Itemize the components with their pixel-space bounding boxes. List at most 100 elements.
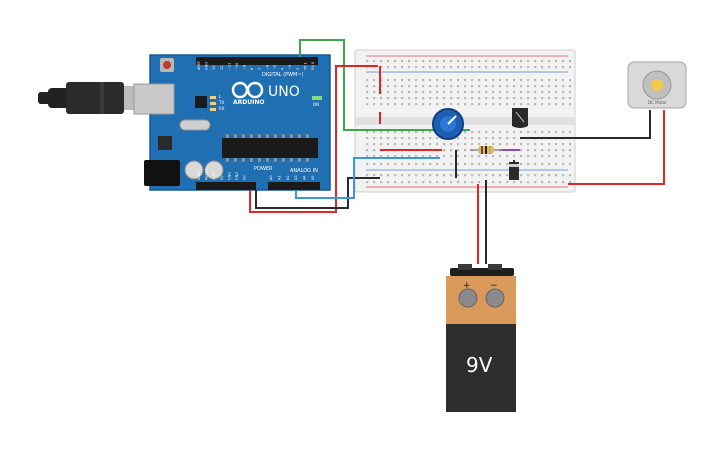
breadboard-hole[interactable] xyxy=(464,131,467,134)
breadboard-hole[interactable] xyxy=(555,91,558,94)
breadboard-hole[interactable] xyxy=(380,79,383,82)
breadboard-hole[interactable] xyxy=(443,174,446,177)
breadboard-hole[interactable] xyxy=(499,103,502,106)
breadboard-hole[interactable] xyxy=(436,155,439,158)
breadboard-hole[interactable] xyxy=(541,174,544,177)
breadboard-hole[interactable] xyxy=(492,163,495,166)
breadboard-hole[interactable] xyxy=(534,66,537,69)
breadboard-hole[interactable] xyxy=(555,143,558,146)
breadboard-hole[interactable] xyxy=(485,131,488,134)
breadboard-hole[interactable] xyxy=(513,85,516,88)
breadboard-hole[interactable] xyxy=(401,97,404,100)
breadboard-hole[interactable] xyxy=(548,174,551,177)
breadboard-hole[interactable] xyxy=(450,155,453,158)
breadboard-hole[interactable] xyxy=(485,163,488,166)
breadboard-hole[interactable] xyxy=(534,91,537,94)
breadboard-hole[interactable] xyxy=(506,91,509,94)
breadboard-hole[interactable] xyxy=(548,79,551,82)
breadboard-hole[interactable] xyxy=(387,79,390,82)
breadboard-hole[interactable] xyxy=(366,149,369,152)
breadboard-hole[interactable] xyxy=(408,174,411,177)
breadboard-hole[interactable] xyxy=(499,155,502,158)
breadboard-hole[interactable] xyxy=(422,174,425,177)
breadboard-hole[interactable] xyxy=(555,103,558,106)
breadboard-hole[interactable] xyxy=(492,85,495,88)
breadboard-hole[interactable] xyxy=(436,103,439,106)
breadboard-hole[interactable] xyxy=(387,181,390,184)
breadboard-hole[interactable] xyxy=(485,103,488,106)
breadboard-hole[interactable] xyxy=(555,181,558,184)
breadboard-hole[interactable] xyxy=(373,103,376,106)
breadboard-hole[interactable] xyxy=(450,79,453,82)
breadboard-hole[interactable] xyxy=(408,91,411,94)
breadboard-hole[interactable] xyxy=(380,137,383,140)
breadboard-hole[interactable] xyxy=(464,155,467,158)
breadboard-hole[interactable] xyxy=(366,91,369,94)
breadboard-hole[interactable] xyxy=(387,155,390,158)
breadboard[interactable] xyxy=(354,49,576,193)
breadboard-hole[interactable] xyxy=(380,143,383,146)
breadboard-hole[interactable] xyxy=(450,66,453,69)
breadboard-hole[interactable] xyxy=(569,103,572,106)
breadboard-hole[interactable] xyxy=(387,137,390,140)
breadboard-hole[interactable] xyxy=(569,85,572,88)
breadboard-hole[interactable] xyxy=(450,181,453,184)
breadboard-hole[interactable] xyxy=(394,181,397,184)
breadboard-hole[interactable] xyxy=(513,91,516,94)
breadboard-hole[interactable] xyxy=(408,143,411,146)
breadboard-hole[interactable] xyxy=(541,103,544,106)
breadboard-hole[interactable] xyxy=(471,131,474,134)
breadboard-hole[interactable] xyxy=(534,79,537,82)
breadboard-hole[interactable] xyxy=(562,97,565,100)
breadboard-hole[interactable] xyxy=(485,66,488,69)
breadboard-hole[interactable] xyxy=(506,79,509,82)
breadboard-hole[interactable] xyxy=(492,103,495,106)
breadboard-hole[interactable] xyxy=(457,97,460,100)
breadboard-hole[interactable] xyxy=(366,79,369,82)
breadboard-hole[interactable] xyxy=(506,85,509,88)
breadboard-hole[interactable] xyxy=(387,91,390,94)
breadboard-hole[interactable] xyxy=(373,91,376,94)
breadboard-hole[interactable] xyxy=(534,155,537,158)
breadboard-hole[interactable] xyxy=(464,181,467,184)
breadboard-hole[interactable] xyxy=(415,137,418,140)
breadboard-hole[interactable] xyxy=(387,103,390,106)
breadboard-hole[interactable] xyxy=(464,60,467,63)
breadboard-hole[interactable] xyxy=(401,174,404,177)
breadboard-hole[interactable] xyxy=(506,97,509,100)
breadboard-hole[interactable] xyxy=(380,181,383,184)
breadboard-hole[interactable] xyxy=(401,163,404,166)
breadboard-hole[interactable] xyxy=(457,181,460,184)
breadboard-hole[interactable] xyxy=(527,79,530,82)
breadboard-hole[interactable] xyxy=(527,163,530,166)
breadboard-hole[interactable] xyxy=(464,174,467,177)
breadboard-hole[interactable] xyxy=(485,91,488,94)
potentiometer[interactable] xyxy=(432,108,464,140)
breadboard-hole[interactable] xyxy=(485,137,488,140)
breadboard-hole[interactable] xyxy=(387,66,390,69)
breadboard-hole[interactable] xyxy=(534,103,537,106)
breadboard-hole[interactable] xyxy=(366,97,369,100)
breadboard-hole[interactable] xyxy=(478,181,481,184)
breadboard-hole[interactable] xyxy=(499,174,502,177)
breadboard-hole[interactable] xyxy=(366,85,369,88)
breadboard-hole[interactable] xyxy=(422,79,425,82)
breadboard-hole[interactable] xyxy=(429,66,432,69)
breadboard-hole[interactable] xyxy=(373,66,376,69)
breadboard-hole[interactable] xyxy=(373,181,376,184)
breadboard-hole[interactable] xyxy=(450,97,453,100)
breadboard-hole[interactable] xyxy=(534,149,537,152)
breadboard-hole[interactable] xyxy=(555,131,558,134)
breadboard-hole[interactable] xyxy=(506,131,509,134)
breadboard-hole[interactable] xyxy=(541,131,544,134)
breadboard-hole[interactable] xyxy=(520,163,523,166)
breadboard-hole[interactable] xyxy=(443,85,446,88)
breadboard-hole[interactable] xyxy=(534,181,537,184)
breadboard-hole[interactable] xyxy=(457,174,460,177)
breadboard-hole[interactable] xyxy=(471,137,474,140)
breadboard-hole[interactable] xyxy=(457,91,460,94)
breadboard-hole[interactable] xyxy=(436,91,439,94)
breadboard-hole[interactable] xyxy=(429,155,432,158)
breadboard-hole[interactable] xyxy=(408,155,411,158)
breadboard-hole[interactable] xyxy=(436,85,439,88)
